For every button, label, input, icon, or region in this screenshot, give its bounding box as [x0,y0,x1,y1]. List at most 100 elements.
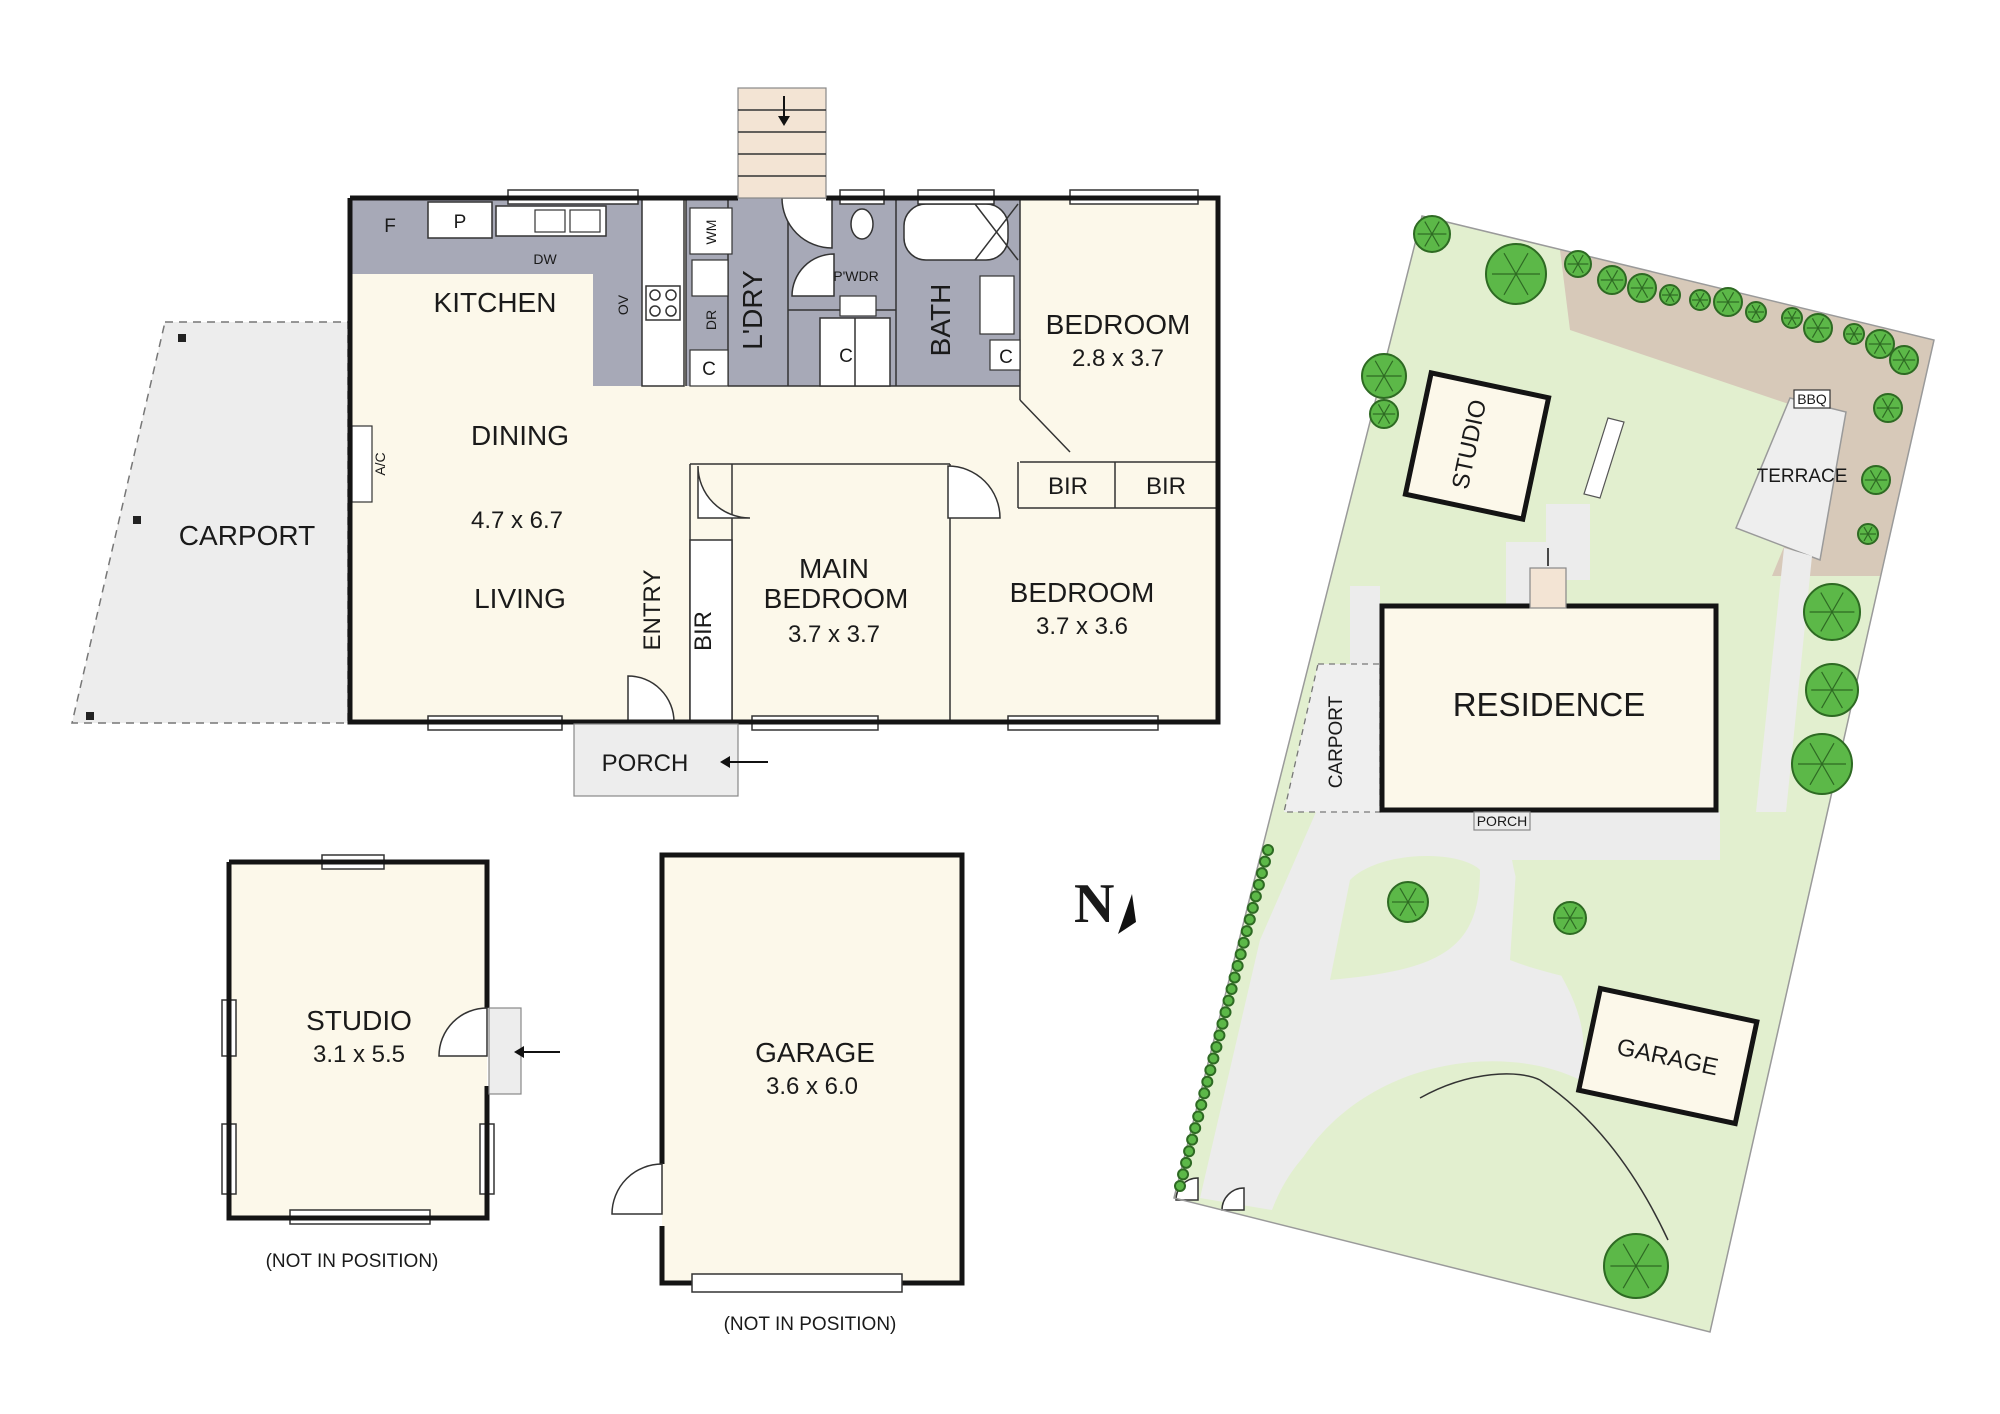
tree-branch [1515,273,1529,296]
tree-branch [1811,327,1819,338]
tree-branch [1572,263,1579,274]
tree-branch [1611,279,1619,290]
tree-branch [1887,398,1895,409]
gate [1175,1177,1199,1201]
hedge-shrub-icon [1243,913,1256,926]
hedge-shrub-icon [1252,878,1265,891]
living-dims: 4.7 x 6.7 [471,507,563,534]
rear-path [1546,504,1590,580]
garage-plan: GARAGE 3.6 x 6.0 (NOT IN POSITION) [611,852,965,1335]
air-conditioner [351,425,373,503]
hedge-shrub-icon [1207,1052,1220,1065]
tree-branch [1897,359,1905,370]
hedge-shrub-icon [1240,925,1253,938]
garage-note: (NOT IN POSITION) [724,1314,897,1335]
hedge-shrub-icon [1177,1168,1190,1181]
tree-branch [1791,317,1797,326]
north-arrow-icon [1118,894,1136,934]
rear-steps [737,87,827,199]
hedge-shrub-icon [1189,1122,1202,1135]
tree-branch [1407,901,1417,917]
tree-branch [1903,350,1911,361]
tree-branch [1641,287,1649,298]
bathtub [903,203,1009,261]
tree-branch [1641,278,1649,289]
tree-branch [1821,742,1835,765]
hedge-shrub-icon [1228,971,1241,984]
tree-branch [1751,304,1757,313]
tree-branch [1875,470,1883,481]
hedge-shrub-icon [1198,1087,1211,1100]
tree-branch [1727,301,1735,312]
bedroom-2-dims: 2.8 x 3.7 [1072,345,1164,372]
tree-branch [1699,292,1705,301]
tree-branch [1751,311,1757,320]
entry-bir-cupboard [689,539,733,723]
tree-branch [1853,326,1859,335]
hedge-shrub-icon [1262,844,1274,856]
main-bedroom-door [697,465,751,519]
tree-branch [1622,1265,1637,1289]
tree-branch [1399,887,1409,903]
studio-plan: STUDIO 3.1 x 5.5 (NOT IN POSITION) [221,854,560,1272]
tree-branch [1605,279,1613,290]
dryer-label: DR [703,310,719,330]
tree-branch [1377,404,1385,415]
tree-branch [1869,470,1877,481]
tree-branch [1853,333,1859,342]
laundry-door [781,197,833,249]
sink-bowl [569,209,601,233]
tree-branch [1399,901,1409,917]
bbq [1793,389,1831,409]
tree-branch [1622,1243,1637,1267]
hedge-shrub-icon [1219,1006,1232,1019]
hedge-shrub-icon [1258,855,1271,868]
pantry-label: P [454,212,467,233]
tree-branch [1605,270,1613,281]
garage-name: GARAGE [755,1037,875,1068]
tree-branch [1867,533,1873,542]
tree-branch [1383,360,1394,377]
tree-branch [1572,254,1579,265]
tree-branch [1383,413,1391,424]
tree-branch [1897,350,1905,361]
tree-branch [1563,917,1571,930]
toilet [850,208,874,240]
tree-branch [1569,917,1577,930]
terrace-label: TERRACE [1757,466,1848,487]
tree-branch [1817,327,1825,338]
tree-branch [1721,292,1729,303]
carport-post [86,712,94,720]
studio-door [438,1007,488,1057]
studio-dims: 3.1 x 5.5 [313,1041,405,1068]
main-bedroom-name-1: MAIN [799,553,869,584]
tree-branch [1791,310,1797,319]
tree-branch [1577,263,1584,274]
tree-branch [1424,221,1433,235]
site-carport-label: CARPORT [1326,695,1347,788]
tree-branch [1611,270,1619,281]
tree-branch [1863,526,1869,535]
bir-label-1: BIR [1048,473,1088,500]
tree-branch [1881,398,1889,409]
tree-branch [1879,343,1887,354]
entry-label: ENTRY [639,570,666,651]
fridge-label: F [384,216,396,237]
tree-branch [1887,407,1895,418]
pantry-box [427,201,493,239]
tree-branch [1873,343,1881,354]
hedge-shrub-icon [1255,867,1268,880]
bedroom-3-name: BEDROOM [1010,577,1155,608]
hedge-shrub-icon [1201,1075,1214,1088]
tree-branch [1635,1243,1650,1267]
hedge-shrub-icon [1183,1145,1196,1158]
tree-branch [1831,592,1844,613]
bath-cupboard-label: C [999,347,1013,368]
tree-branch [1831,611,1844,632]
hedge-shrub-icon [1174,1180,1186,1192]
bath-label: BATH [925,284,956,357]
tree-branch [1820,611,1833,632]
site-residence-label: RESIDENCE [1453,686,1646,723]
tree-branch [1903,359,1911,370]
front-lawn [1272,1087,1700,1320]
